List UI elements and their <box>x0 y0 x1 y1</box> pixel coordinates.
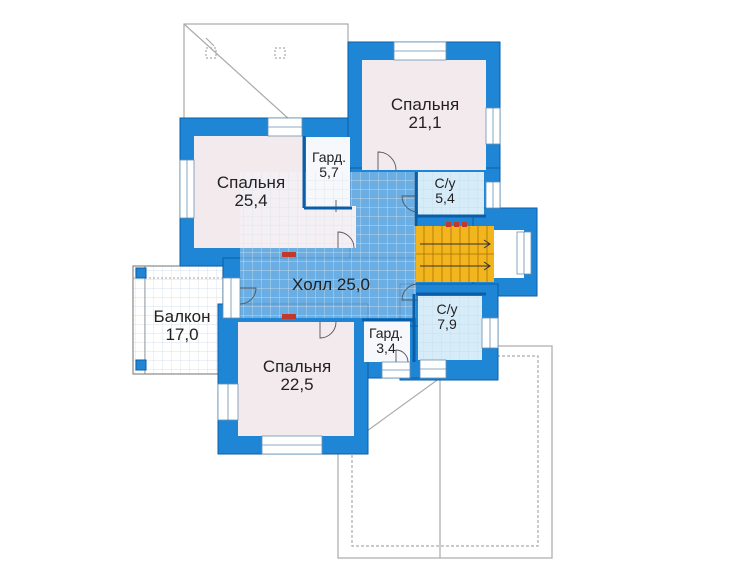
room-name: Балкон <box>153 307 211 326</box>
room-label-bath-5: С/у 5,4 <box>420 176 470 205</box>
room-label-balcony: Балкон 17,0 <box>142 308 222 344</box>
room-area: 5,7 <box>319 163 339 180</box>
room-name: Гард. <box>368 325 404 341</box>
doors <box>239 151 419 363</box>
room-area: 25,0 <box>336 275 370 294</box>
windows <box>179 41 532 455</box>
room-area: 7,9 <box>437 315 457 332</box>
room-fills <box>194 60 524 436</box>
room-label-bedroom-25: Спальня 25,4 <box>196 174 306 210</box>
radiators <box>282 252 296 319</box>
room-name: С/у <box>434 175 456 191</box>
wardrobe-3-fill <box>364 320 410 362</box>
room-label-bath-7: С/у 7,9 <box>422 302 472 331</box>
room-area: 5,4 <box>435 189 455 206</box>
stair-treads <box>416 226 494 282</box>
room-area: 21,1 <box>408 112 442 132</box>
stair-arrow <box>420 239 491 271</box>
bedroom-21-fill <box>362 60 486 170</box>
room-label-wardrobe-3: Гард. 3,4 <box>362 326 410 355</box>
room-label-hall: Холл 25,0 <box>266 276 396 294</box>
partitions <box>302 136 486 362</box>
room-name: Спальня <box>262 357 332 376</box>
room-area: 3,4 <box>376 339 396 356</box>
roof-outline-top <box>183 23 349 121</box>
room-label-bedroom-22: Спальня 22,5 <box>240 358 354 394</box>
room-area: 22,5 <box>280 374 314 394</box>
room-name: Спальня <box>216 173 286 192</box>
hall-fill <box>240 172 416 318</box>
room-name: С/у <box>436 301 458 317</box>
room-label-bedroom-21: Спальня 21,1 <box>368 96 482 132</box>
room-area: 25,4 <box>234 190 268 210</box>
room-area: 17,0 <box>165 324 199 344</box>
room-name: Спальня <box>390 95 460 114</box>
bedroom-22-fill <box>238 322 354 436</box>
stair-posts <box>446 222 467 227</box>
room-name: Холл <box>292 275 333 294</box>
room-label-wardrobe-5: Гард. 5,7 <box>306 150 352 179</box>
room-name: Гард. <box>311 149 347 165</box>
